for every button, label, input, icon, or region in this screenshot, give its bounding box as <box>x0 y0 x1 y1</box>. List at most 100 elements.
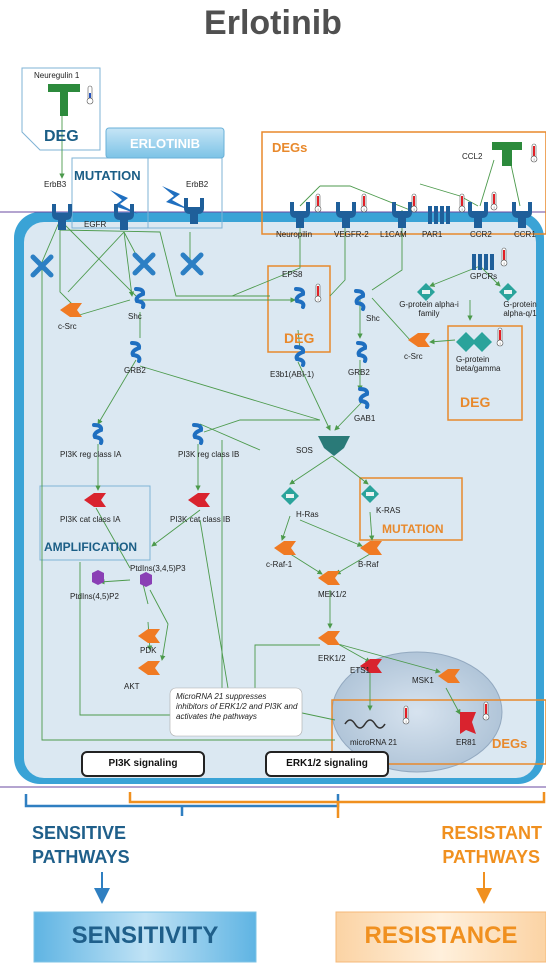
erlotinib-label[interactable]: ERLOTINIB <box>129 136 201 151</box>
amplification-box <box>39 485 151 561</box>
tag-amplification: AMPLIFICATION <box>44 540 138 554</box>
label-eps8: EPS8 <box>282 270 303 279</box>
deg-box-eps8 <box>267 265 331 353</box>
label-pip2: PtdIns(4,5)P2 <box>70 592 119 601</box>
thermo-mir21 <box>402 705 410 725</box>
label-shc-mid: Shc <box>366 314 380 323</box>
gprotein-beta-gamma <box>456 332 492 352</box>
label-hras: H-Ras <box>296 510 319 519</box>
erk-signaling-box <box>265 751 389 777</box>
label-egfr: EGFR <box>84 220 107 229</box>
tag-deg-eps8: DEG <box>284 330 315 346</box>
tag-deg-gprotein: DEG <box>460 394 491 410</box>
thermo-eps8 <box>314 283 322 303</box>
label-craf: c-Raf-1 <box>266 560 293 569</box>
label-akt: AKT <box>124 682 140 691</box>
mir21-note: MicroRNA 21 suppresses inhibitors of ERK… <box>176 692 298 721</box>
tag-mutation-top: MUTATION <box>74 168 141 183</box>
gpcrs-receptor <box>472 254 494 270</box>
label-braf: B-Raf <box>358 560 379 569</box>
label-csrc-right: c-Src <box>404 352 423 361</box>
tag-mutation-kras: MUTATION <box>382 522 444 536</box>
label-msk1: MSK1 <box>412 676 434 685</box>
mir21-note-box <box>169 687 303 737</box>
label-gpcrs: GPCRs <box>470 272 498 281</box>
degs-box-top <box>261 131 546 235</box>
label-neuregulin: Neuregulin 1 <box>34 71 80 80</box>
label-kras: K-RAS <box>376 506 401 515</box>
thermo-par1 <box>458 193 466 213</box>
figure-title: Erlotinib <box>204 4 342 42</box>
erk-signaling-label: ERK1/2 signaling <box>286 758 368 769</box>
er81 <box>460 712 476 734</box>
sensitivity-box <box>33 911 257 963</box>
sensitive-pathways-line1: SENSITIVE <box>32 823 127 843</box>
label-neuropilin: Neuropilin <box>276 230 313 239</box>
label-pdk: PDK <box>140 646 157 655</box>
label-mek: MEK1/2 <box>318 590 347 599</box>
thermo-gprotein <box>496 327 504 347</box>
erlotinib-button <box>105 127 225 159</box>
sensitivity-label: SENSITIVITY <box>71 922 219 949</box>
label-grb2-mid: GRB2 <box>348 368 370 377</box>
resistant-pathways-line2: PATHWAYS <box>442 847 540 867</box>
ccl2-ligand <box>492 142 538 166</box>
label-pi3k-reg-ia: PI3K reg class IA <box>60 450 122 459</box>
label-ccl2: CCL2 <box>462 152 483 161</box>
label-ets1: ETS1 <box>350 666 371 675</box>
label-csrc-left: c-Src <box>58 322 77 331</box>
pi3k-signaling-label: PI3K signaling <box>108 758 178 769</box>
label-sos: SOS <box>296 446 313 455</box>
pip2 <box>92 570 104 585</box>
mutation-lightning-2 <box>162 186 190 210</box>
thermo-l1cam <box>410 193 418 213</box>
resistant-bracket <box>128 792 546 818</box>
label-gprot-bg: G-protein beta/gamma <box>456 355 501 373</box>
label-erbb3: ErbB3 <box>44 180 67 189</box>
pip3 <box>140 572 152 587</box>
label-mir21: microRNA 21 <box>350 738 398 747</box>
thermo-gpcrs <box>500 247 508 267</box>
label-gprot-i: G-protein alpha-i family <box>399 300 459 318</box>
thermo-er81 <box>482 701 490 721</box>
sos <box>318 436 350 456</box>
sensitive-pathways-line2: PATHWAYS <box>32 847 130 867</box>
mutation-lightning-1 <box>110 190 138 214</box>
label-shc-left: Shc <box>128 312 142 321</box>
label-erbb2: ErbB2 <box>186 180 209 189</box>
thermo-neuropilin <box>314 193 322 213</box>
label-par1: PAR1 <box>422 230 443 239</box>
thermo-ccr2 <box>490 191 498 211</box>
tag-degs-top: DEGs <box>272 140 308 155</box>
label-erk: ERK1/2 <box>318 654 346 663</box>
label-pi3k-cat-ib: PI3K cat class IB <box>170 515 231 524</box>
mutation-box-kras <box>359 477 463 541</box>
label-pi3k-reg-ib: PI3K reg class IB <box>178 450 240 459</box>
label-pi3k-cat-ia: PI3K cat class IA <box>60 515 121 524</box>
pi3k-signaling-box <box>81 751 205 777</box>
label-gab1: GAB1 <box>354 414 376 423</box>
sensitive-bracket <box>24 794 340 816</box>
tag-degs-bottom: DEGs <box>492 736 528 751</box>
resistance-box <box>335 911 546 963</box>
neuregulin-ligand <box>48 84 94 116</box>
mir21-wave <box>344 719 386 729</box>
label-l1cam: L1CAM <box>380 230 407 239</box>
resistance-label: RESISTANCE <box>364 922 518 949</box>
label-gprot-q: G-protein alpha-q/1 <box>503 300 537 318</box>
par1-receptor <box>428 206 450 224</box>
label-pip3: PtdIns(3,4,5)P3 <box>130 564 186 573</box>
label-ccr1: CCR1 <box>514 230 536 239</box>
label-grb2-left: GRB2 <box>124 366 146 375</box>
label-e3b1: E3b1(ABI-1) <box>270 370 315 379</box>
thermo-vegfr2 <box>360 193 368 213</box>
deg-box-gprotein <box>447 325 523 421</box>
label-vegfr2: VEGFR-2 <box>334 230 369 239</box>
degs-box-bottom <box>331 699 546 765</box>
label-er81: ER81 <box>456 738 477 747</box>
resistant-pathways-line1: RESISTANT <box>441 823 542 843</box>
label-ccr2: CCR2 <box>470 230 492 239</box>
tag-deg-top: DEG <box>44 128 79 145</box>
